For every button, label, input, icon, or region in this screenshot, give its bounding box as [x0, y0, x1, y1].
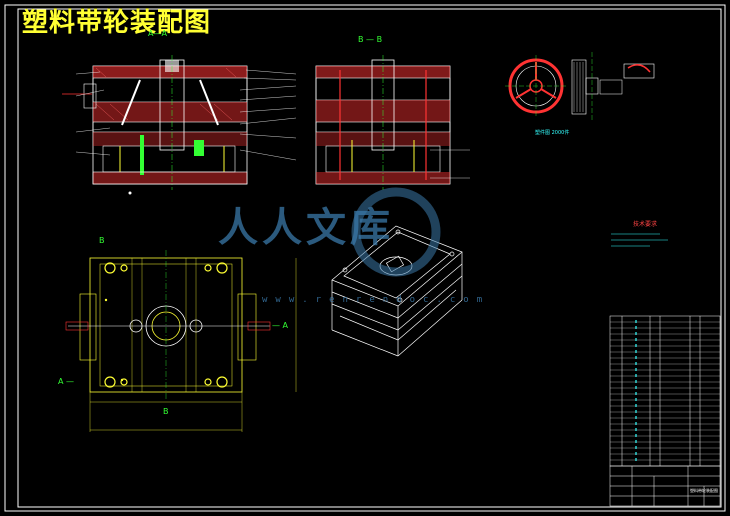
section-label-plan-a-right: — A [272, 321, 289, 330]
page-title: 塑料带轮装配图 [22, 8, 212, 38]
product-note: 塑件图 2000件 [535, 130, 570, 136]
section-label-plan-b-top: B [99, 236, 105, 245]
title-block [609, 465, 721, 507]
side-section-view [315, 55, 470, 190]
front-section-view [62, 55, 297, 195]
section-label-plan-a-left: A — [58, 377, 75, 386]
section-label-side: B — B [358, 35, 383, 44]
tech-requirements [611, 233, 668, 247]
isometric-view [331, 225, 463, 357]
inner-frame [17, 8, 722, 508]
outer-frame [4, 4, 726, 512]
section-label-front: A—A [148, 29, 167, 38]
plan-view [65, 250, 297, 432]
title-block-drawing-name: 塑料带轮装配图 [690, 488, 718, 493]
parts-list-table [609, 315, 721, 467]
tech-req-title: 技术要求 [633, 221, 658, 228]
watermark-logo [351, 187, 441, 277]
part-drawing [505, 52, 655, 120]
section-label-plan-b-bottom: B [163, 407, 169, 416]
watermark-text: 人人文库 [218, 205, 394, 251]
watermark-url: www.renrendoc.com [262, 295, 491, 305]
